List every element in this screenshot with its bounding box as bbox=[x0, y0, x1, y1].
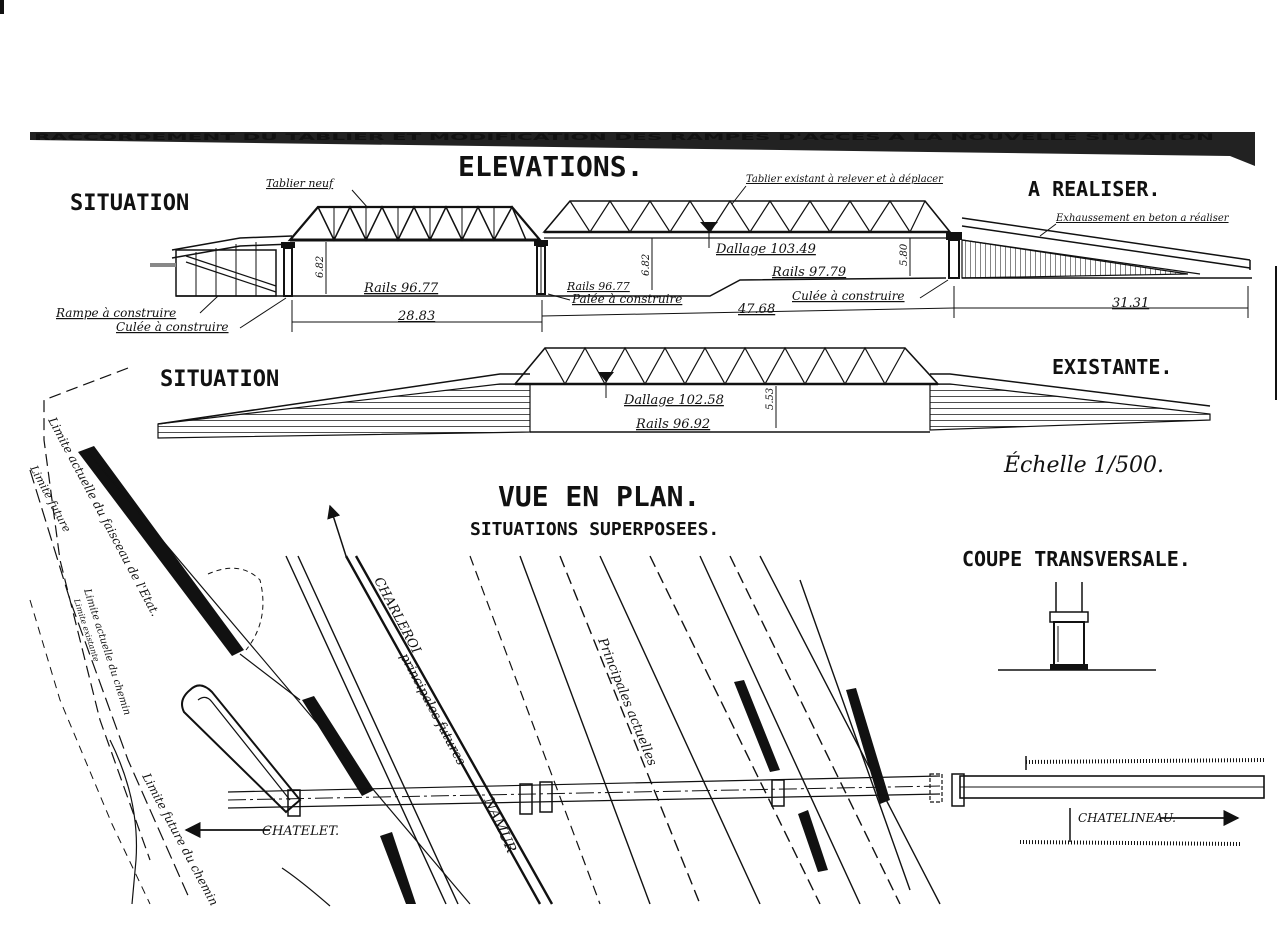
corner-mark bbox=[0, 0, 4, 14]
header-strip: RACCORDEMENT DU TABLIER ET MODIFICATION … bbox=[30, 132, 1255, 166]
rails-level-1: Rails 96.77 bbox=[363, 281, 439, 296]
plan-title: VUE EN PLAN. bbox=[498, 480, 700, 513]
label-chatelet: CHATELET. bbox=[262, 824, 339, 839]
span-1: 28.83 bbox=[397, 309, 435, 324]
plan-subtitle: SITUATIONS SUPERPOSEES. bbox=[470, 519, 719, 540]
existing-elevation: SITUATION EXISTANTE. 5.53 Dallage 102.58… bbox=[157, 346, 1211, 439]
scale-label: Échelle 1/500. bbox=[1003, 451, 1164, 478]
rails-level-2: Rails 96.77 bbox=[566, 280, 630, 293]
note-tablier-existant: Tablier existant à relever et à déplacer bbox=[746, 174, 944, 185]
piers bbox=[281, 232, 962, 297]
label-principales-futures: principales futures bbox=[396, 651, 468, 768]
dallage-future: Dallage 103.49 bbox=[715, 242, 816, 257]
existing-right-label: EXISTANTE. bbox=[1052, 355, 1172, 379]
future-right-label: A REALISER. bbox=[1028, 177, 1160, 201]
note-palee: Palée à construire bbox=[571, 292, 682, 306]
note-culee-right: Culée à construire bbox=[792, 289, 905, 303]
new-truss bbox=[287, 205, 543, 242]
rails-level-3: Rails 97.79 bbox=[771, 265, 846, 280]
height-2: 6.82 bbox=[641, 254, 652, 276]
elevations-title: ELEVATIONS. bbox=[458, 150, 643, 183]
note-tablier-neuf: Tablier neuf bbox=[266, 177, 335, 190]
span-3: 31.31 bbox=[1112, 296, 1149, 311]
cross-section bbox=[998, 582, 1156, 671]
existing-left-label: SITUATION bbox=[160, 367, 279, 392]
span-2: 47.68 bbox=[737, 302, 775, 317]
left-ramp bbox=[150, 235, 293, 297]
note-exhaussement: Exhaussement en beton a réaliser bbox=[1055, 213, 1230, 224]
label-chatelineau: CHATELINEAU. bbox=[1078, 811, 1176, 825]
label-limite-future-chemin: Limite future du chemin bbox=[139, 770, 221, 908]
relocated-truss bbox=[542, 199, 952, 239]
label-namur: NAMUR bbox=[480, 794, 519, 856]
height-3: 5.80 bbox=[899, 243, 910, 266]
section-title: COUPE TRANSVERSALE. bbox=[962, 547, 1191, 571]
label-principales-actuelles: Principales actuelles bbox=[594, 635, 660, 769]
future-left-label: SITUATION bbox=[70, 191, 189, 216]
label-limite-future: Limite future bbox=[27, 462, 74, 534]
note-culee-left: Culée à construire bbox=[116, 320, 229, 334]
header-strip-text: RACCORDEMENT DU TABLIER ET MODIFICATION … bbox=[34, 133, 1214, 143]
span-dimensions bbox=[291, 286, 1249, 332]
height-1: 6.82 bbox=[315, 256, 326, 278]
dallage-existing: Dallage 102.58 bbox=[623, 393, 724, 408]
right-embankment bbox=[961, 217, 1251, 279]
plan-view: CHARLEROI principales futures Principale… bbox=[27, 367, 1265, 908]
existing-height: 5.53 bbox=[765, 388, 776, 410]
rails-existing: Rails 96.92 bbox=[635, 417, 710, 432]
future-elevation: SITUATION A REALISER. bbox=[55, 174, 1252, 334]
note-rampe: Rampe à construire bbox=[55, 306, 176, 320]
